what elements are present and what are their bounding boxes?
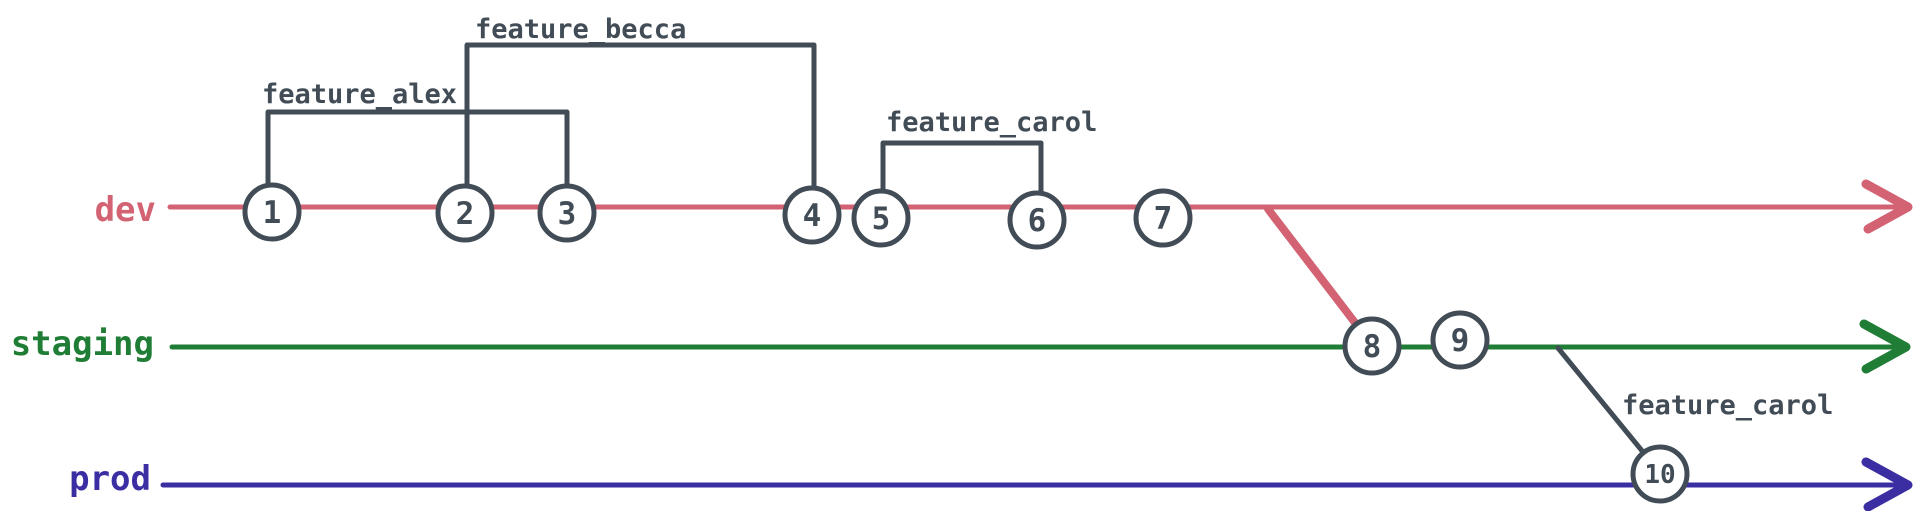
commit-circle bbox=[1133, 188, 1193, 248]
commit-number: 1 bbox=[263, 195, 282, 231]
feature-label-feature_carol: feature_carol bbox=[886, 107, 1097, 138]
branch-label-staging: staging bbox=[11, 324, 154, 364]
merge-line-staging-to-prod bbox=[1555, 345, 1646, 455]
commit-number: 4 bbox=[803, 198, 822, 234]
feature-bracket-feature_becca bbox=[464, 42, 817, 193]
commit-7: 7 bbox=[1133, 188, 1193, 248]
commit-2: 2 bbox=[435, 183, 495, 243]
arrow-right-icon-dev bbox=[1861, 179, 1913, 234]
commit-number: 2 bbox=[456, 196, 475, 232]
commit-9: 9 bbox=[1430, 310, 1490, 370]
arrow-right-icon-prod bbox=[1861, 457, 1913, 511]
commit-number: 5 bbox=[872, 201, 891, 237]
arrow-right-icon-staging bbox=[1859, 319, 1911, 374]
commit-circle bbox=[537, 183, 597, 243]
commit-number: 3 bbox=[558, 196, 577, 232]
commit-number: 10 bbox=[1644, 460, 1675, 490]
branch-label-prod: prod bbox=[69, 459, 151, 499]
commit-circle bbox=[1007, 190, 1067, 250]
commit-4: 4 bbox=[782, 185, 842, 245]
commit-number: 6 bbox=[1028, 203, 1047, 239]
commit-10: 10 bbox=[1630, 444, 1690, 504]
merge-line-dev-to-staging bbox=[1264, 205, 1360, 328]
feature-label-feature_becca: feature_becca bbox=[475, 14, 686, 45]
commit-circle bbox=[1342, 316, 1402, 376]
commit-circle bbox=[435, 183, 495, 243]
commit-number: 8 bbox=[1363, 329, 1382, 365]
commit-number: 7 bbox=[1154, 201, 1173, 237]
feature-label-feature_alex: feature_alex bbox=[262, 79, 457, 110]
branch-label-dev: dev bbox=[95, 190, 156, 230]
commit-6: 6 bbox=[1007, 190, 1067, 250]
merge-label-prod: feature_carol bbox=[1622, 390, 1833, 421]
commit-circle bbox=[242, 182, 302, 242]
commit-8: 8 bbox=[1342, 316, 1402, 376]
commit-circle bbox=[1630, 444, 1690, 504]
commit-number: 9 bbox=[1451, 323, 1470, 359]
commit-5: 5 bbox=[851, 188, 911, 248]
feature-bracket-feature_alex bbox=[265, 109, 570, 191]
commit-circle bbox=[1430, 310, 1490, 370]
commit-3: 3 bbox=[537, 183, 597, 243]
feature-bracket-feature_carol bbox=[880, 140, 1044, 198]
commit-circle bbox=[782, 185, 842, 245]
commit-circle bbox=[851, 188, 911, 248]
commit-1: 1 bbox=[242, 182, 302, 242]
